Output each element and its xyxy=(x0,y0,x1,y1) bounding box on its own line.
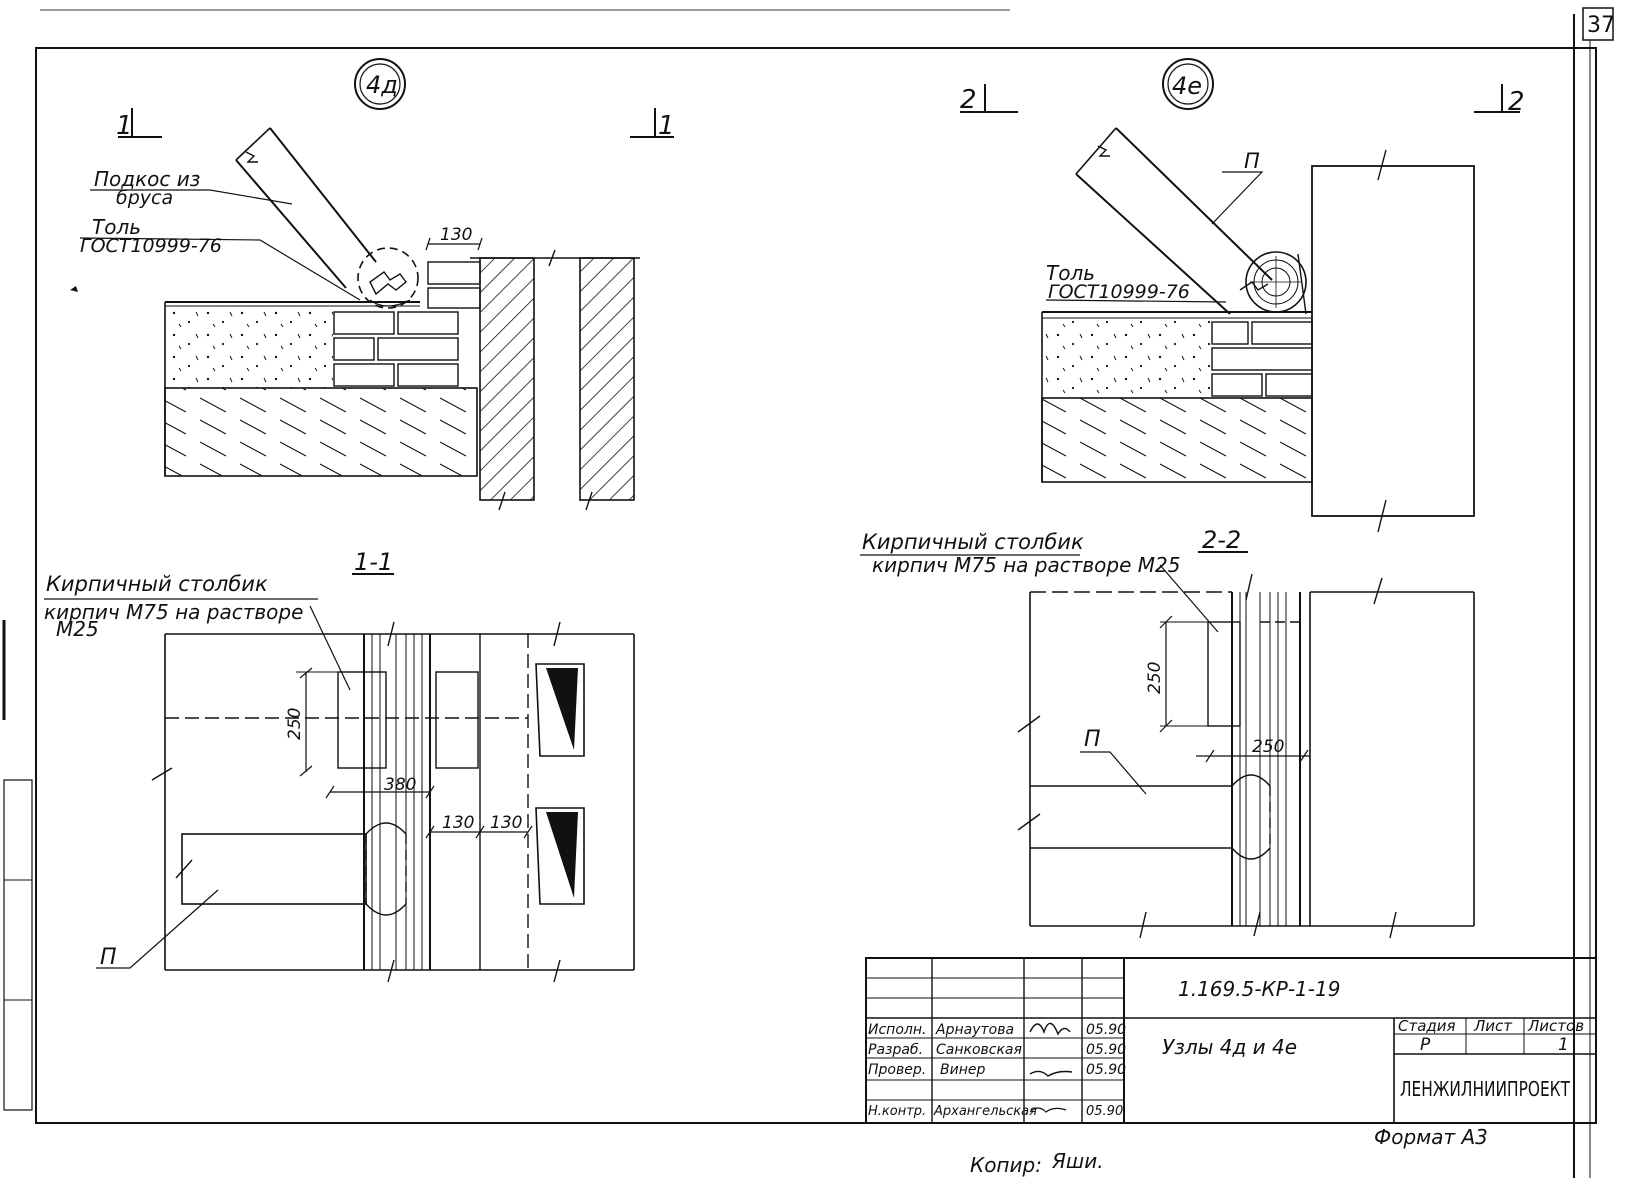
title-block-doc-code: 1.169.5-КР-1-19 xyxy=(1178,977,1340,1001)
node-a-marker: 4д xyxy=(366,71,398,99)
section-2-2-dim-250v: 250 xyxy=(1145,662,1165,694)
node-a-label-tol-2: ГОСТ10999-76 xyxy=(80,235,222,257)
node-b-label-tol-1: Толь xyxy=(1046,261,1095,285)
node-a-label-brace-1: Подкос из xyxy=(94,167,200,191)
section-2-2-label-p: П xyxy=(1084,727,1101,752)
node-b-marker: 4е xyxy=(1172,72,1202,100)
title-block-role: Исполн. xyxy=(868,1022,926,1038)
title-block-date: 05.90 xyxy=(1086,1022,1126,1038)
section-1-1-label-p: П xyxy=(100,945,117,970)
title-block-row-1: Разраб. Санковская 05.90 xyxy=(868,1042,1126,1058)
section-1-1-label-2: кирпич М75 на растворе xyxy=(44,600,303,624)
copy-signature: Яши. xyxy=(1051,1149,1104,1173)
title-block-name: Санковская xyxy=(936,1042,1022,1058)
section-1-1-dim-130b: 130 xyxy=(490,813,522,833)
title-block-sheet-header: Лист xyxy=(1473,1017,1513,1035)
title-block-row-3: Н.контр. Архангельская 05.90 xyxy=(868,1104,1123,1119)
title-block-description: Узлы 4д и 4е xyxy=(1162,1035,1297,1059)
section-2-2-title: 2-2 xyxy=(1202,526,1241,554)
section-1-1-dim-250: 250 xyxy=(285,708,305,740)
section-2-2-detail xyxy=(860,551,1475,939)
section-2-2-label-1: Кирпичный столбик xyxy=(862,530,1084,554)
section-1-1-detail xyxy=(44,573,635,983)
title-block-row-2: Провер. Винер 05.90 xyxy=(868,1062,1126,1078)
node-a-label-brace-2: бруса xyxy=(116,187,173,209)
title-block-date: 05.90 xyxy=(1086,1062,1126,1078)
node-a-section-mark-right: 1 xyxy=(658,111,675,141)
node-b-label-tol-2: ГОСТ10999-76 xyxy=(1048,281,1190,303)
title-block-role: Н.контр. xyxy=(868,1104,926,1119)
title-block-org: ЛЕНЖИЛНИИПРОЕКТ xyxy=(1400,1077,1571,1101)
title-block-date: 05.90 xyxy=(1086,1104,1123,1119)
sheet-number: 37 xyxy=(1587,13,1615,38)
title-block-stage-header: Стадия xyxy=(1398,1017,1456,1035)
title-block-stage-value: Р xyxy=(1420,1035,1431,1055)
title-block-name: Винер xyxy=(940,1062,985,1078)
node-b-detail xyxy=(960,58,1520,533)
title-block-name: Архангельская xyxy=(933,1104,1037,1119)
node-a-dim-130: 130 xyxy=(440,225,472,245)
sheet-frame xyxy=(2,7,1614,1178)
node-b-section-mark-left: 2 xyxy=(960,85,977,115)
title-block-sheets-value: 1 xyxy=(1558,1035,1569,1055)
section-1-1-label-1: Кирпичный столбик xyxy=(46,572,268,596)
section-1-1-label-3: М25 xyxy=(56,617,99,641)
node-a-detail xyxy=(70,58,674,511)
section-1-1-title: 1-1 xyxy=(354,548,393,576)
title-block-row-0: Исполн. Арнаутова 05.90 xyxy=(868,1022,1126,1038)
format-label: Формат А3 xyxy=(1374,1125,1488,1149)
title-block-grid xyxy=(865,957,1597,1124)
title-block-role: Разраб. xyxy=(868,1042,923,1058)
node-a-label-tol-1: Толь xyxy=(92,215,141,239)
section-2-2-label-2: кирпич М75 на растворе М25 xyxy=(872,553,1180,577)
node-b-section-mark-right: 2 xyxy=(1508,87,1525,117)
node-b-label-p: П xyxy=(1244,149,1260,173)
section-1-1-dim-380: 380 xyxy=(384,775,416,795)
copy-label: Копир: xyxy=(970,1153,1042,1177)
title-block-role: Провер. xyxy=(868,1062,926,1078)
node-a-section-mark-left: 1 xyxy=(116,111,133,141)
title-block-name: Арнаутова xyxy=(935,1022,1014,1038)
section-2-2-dim-250h: 250 xyxy=(1252,737,1284,757)
section-1-1-dim-130a: 130 xyxy=(442,813,474,833)
title-block-sheets-header: Листов xyxy=(1527,1017,1584,1035)
title-block-date: 05.90 xyxy=(1086,1042,1126,1058)
